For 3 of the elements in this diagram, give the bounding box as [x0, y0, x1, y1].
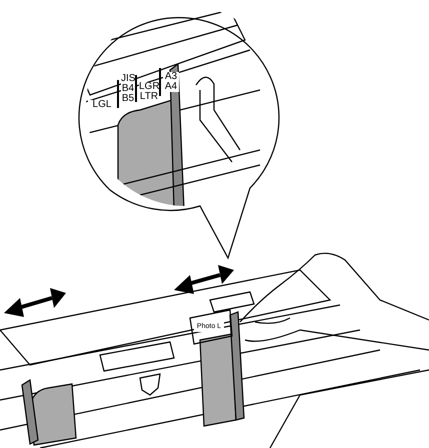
- size-marking: A3 A4: [163, 72, 179, 92]
- size-marking: JIS B4 B5: [121, 74, 135, 104]
- size-marking: LGR LTR: [139, 82, 159, 102]
